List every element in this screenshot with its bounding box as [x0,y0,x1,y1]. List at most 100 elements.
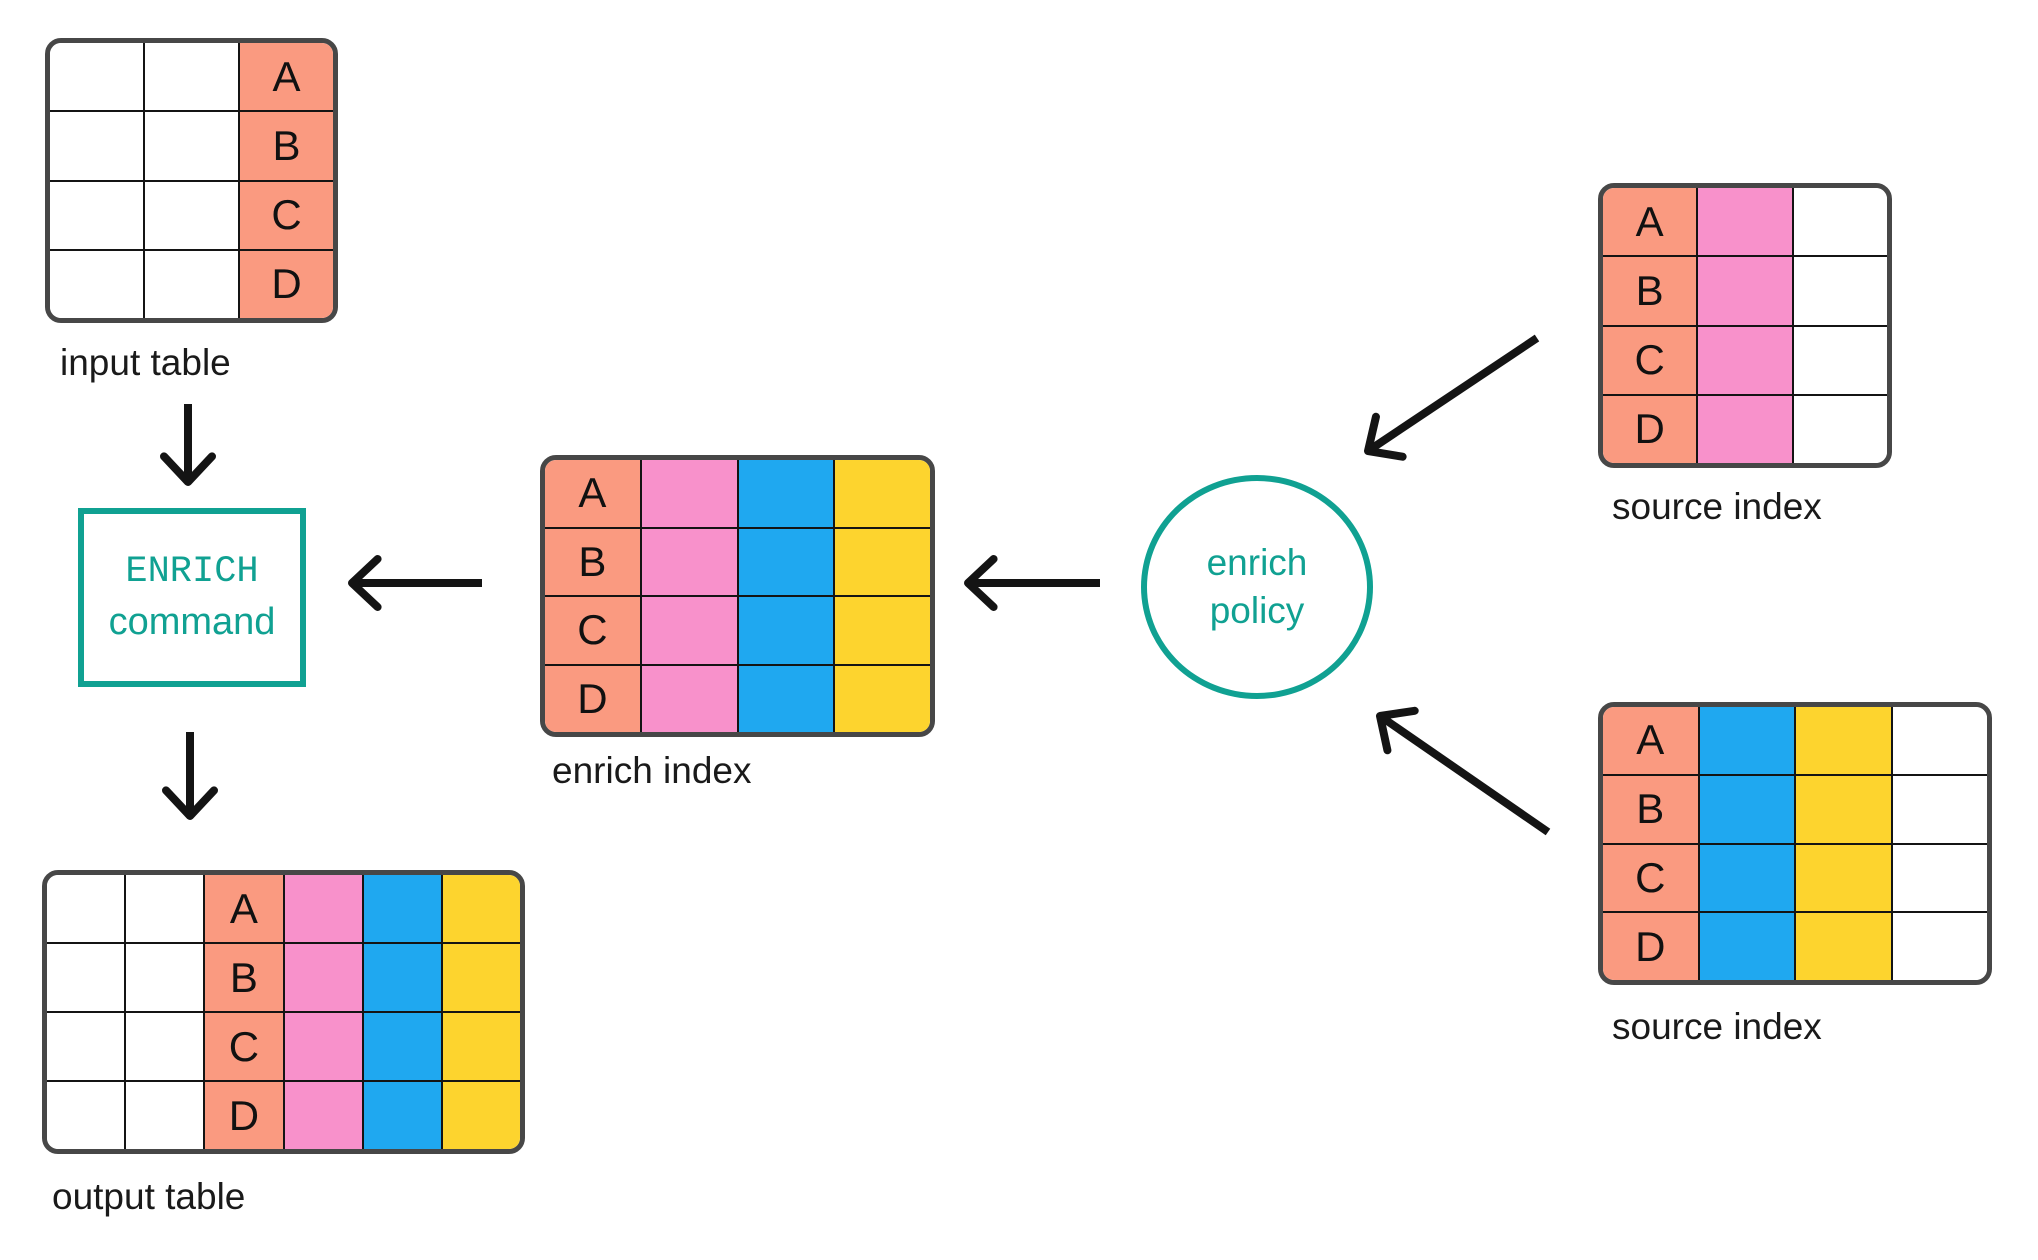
source-index-top-cell-r1c1: A [1603,188,1697,258]
output-table-cell-r2c1 [47,944,125,1013]
output-table-cell-r3c1 [47,1013,125,1082]
source-index-top-col-2 [1698,188,1794,463]
output-table-col-5 [363,875,443,1149]
output-table-cell-r1c5 [363,875,441,944]
enrich-index-cell-r4c2 [642,666,737,733]
source-index-top-caption: source index [1612,486,1822,527]
source-index-bottom-cell-r3c2 [1699,845,1794,914]
source-index-top-cell-r4c1: D [1634,405,1665,453]
input-table-cell-r2c2 [145,112,238,182]
source-index-bottom-cell-r3c3 [1796,845,1891,914]
output-table-col-1 [47,875,127,1149]
output-table-cell-r2c6 [442,944,520,1013]
input-table-cell-r4c1 [50,251,143,318]
output-table-cell-r2c5 [363,944,441,1013]
enrich-policy-label-line1: enrich [1206,541,1308,583]
enrich-policy-label-line2: policy [1209,590,1305,631]
source-index-top-cell-r1c2 [1698,188,1792,258]
source-index-bottom-cell-r4c3 [1796,913,1891,980]
source-index-top-cell-r1c3 [1793,188,1887,258]
source-index-bottom-cell-r3c1: C [1603,845,1698,914]
input-table-cell-r2c1 [50,112,143,182]
enrich-command-label-line1: ENRICH [125,551,259,593]
source-index-top-cell-r4c2 [1698,396,1791,463]
source-index-bottom-caption: source index [1612,1006,1822,1047]
source-index-bottom-cell-r3c4 [1892,845,1987,914]
output-table-cell-r1c6 [442,875,520,944]
enrich-index-cell-r2c3 [738,529,834,597]
source-index-bottom-col-3 [1796,707,1893,980]
input-table-cell-r3c3: C [240,182,333,251]
source-index-bottom-cell-r1c4 [1892,707,1987,776]
output-table-cell-r3c2 [126,1013,204,1082]
output-table-cell-r4c2 [126,1082,203,1149]
enrich-index-caption: enrich index [552,750,752,791]
source-index-bottom-cell-r2c3 [1796,776,1891,845]
source-index-bottom-cell-r2c4 [1892,776,1987,845]
arrow-source-top-to-policy [1364,334,1540,461]
enrich-index-cell-r3c2 [641,597,737,666]
output-table-cell-r4c4 [285,1082,362,1149]
output-table-col-2 [126,875,206,1149]
enrich-index-cell-r1c1: A [545,460,640,529]
input-table-cell-r1c1 [50,43,143,113]
output-table-cell-r1c1 [47,875,125,944]
input-table-col-1 [50,43,145,318]
output-table-cell-r4c5 [364,1082,441,1149]
source-index-top-cell-r3c2 [1698,327,1792,396]
output-table-col-4 [284,875,364,1149]
output-table-cell-r2c4 [284,944,362,1013]
source-index-top-cell-r3c3 [1793,327,1887,396]
source-index-bottom-col-4 [1892,707,1988,980]
output-table-cell-r1c3: A [205,875,283,944]
source-index-bottom-cell-r4c1: D [1635,922,1666,970]
input-table-cell-r1c2 [145,43,238,113]
input-table-cell-r4c2 [145,251,238,318]
enrich-index-col-2 [641,460,739,733]
output-table-cell-r3c3: C [205,1013,283,1082]
enrich-index-col-3 [738,460,836,733]
input-table-caption: input table [60,342,231,383]
output-table-cell-r4c3: D [228,1091,260,1139]
enrich-index-cell-r2c2 [641,529,737,597]
source-index-top-cell-r2c1: B [1603,257,1697,327]
source-index-bottom-cell-r1c2 [1699,707,1794,776]
source-index-bottom-cell-r1c3 [1796,707,1891,776]
output-table-col-6 [442,875,520,1149]
enrich-index-cell-r1c2 [641,460,737,529]
input-table-cell-r2c3: B [240,112,333,182]
enrich-index-cell-r3c3 [738,597,834,666]
source-index-bottom-col-2 [1699,707,1796,980]
enrich-index-cell-r1c3 [738,460,834,529]
arrow-source-bottom-to-policy [1376,706,1551,836]
enrich-index-cell-r3c1: C [545,597,640,666]
output-table-cell-r3c4 [284,1013,362,1082]
source-index-top-col-3 [1793,188,1887,463]
output-table-cell-r4c1 [47,1082,124,1149]
enrich-index-cell-r2c1: B [545,529,640,597]
enrich-command-label-line2: command [108,600,276,643]
output-table-cell-r2c3: B [205,944,283,1013]
enrich-policy-node: enrich policy [1141,475,1373,699]
enrich-index-col-4 [835,460,930,732]
source-index-top-cell-r4c3 [1794,396,1887,463]
output-table-cell-r3c6 [442,1013,520,1082]
source-index-bottom-cell-r4c4 [1893,913,1988,980]
input-table-cell-r4c3: D [271,260,302,308]
output-table-caption: output table [52,1176,246,1217]
enrich-index-cell-r3c4 [835,597,930,666]
enrich-index-cell-r2c4 [835,529,930,597]
enrich-index-cell-r4c3 [739,666,834,733]
input-table-cell-r1c3: A [240,43,333,113]
enrich-command-node: ENRICH command [78,508,306,687]
source-index-bottom-cell-r1c1: A [1603,707,1698,776]
